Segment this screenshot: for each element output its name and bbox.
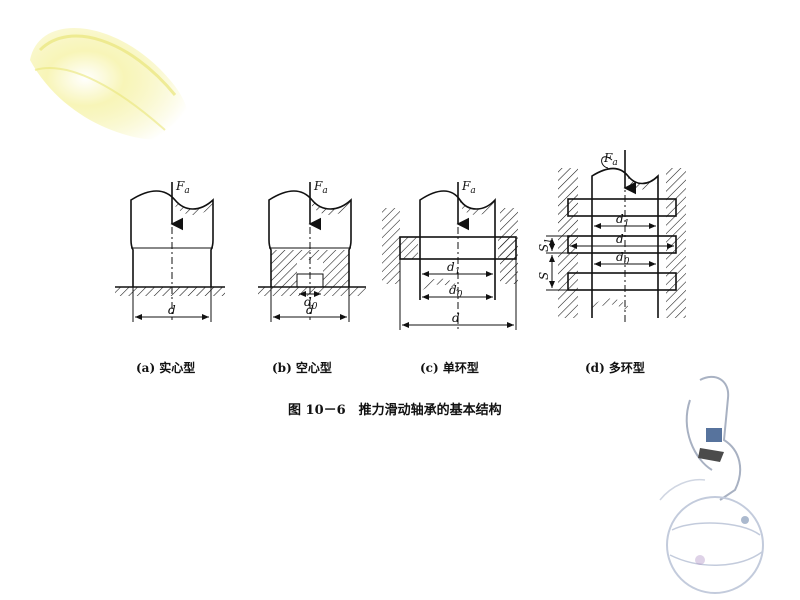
force-label: Fa [603, 151, 618, 168]
diameter-label: d [452, 311, 460, 325]
panel-c-caption: (c) 单环型 [420, 360, 479, 375]
pitch-label: S [537, 272, 551, 280]
collar-3 [567, 272, 677, 291]
collar-2 [567, 235, 677, 254]
housing-left-hatch [382, 208, 400, 284]
panel-a-solid: Fa d (a) 实心型 [115, 179, 225, 375]
panel-b-hollow: Fa d0 d (b) 空心型 [258, 179, 366, 375]
panel-b-caption: (b) 空心型 [272, 360, 332, 375]
section-hatch-right [323, 260, 349, 287]
panel-a-caption: (a) 实心型 [136, 360, 195, 375]
inner-diameter-label: d0 [304, 295, 318, 312]
panel-d-multi-ring: Fa d1 d d0 S1 S (d) 多环型 [537, 150, 686, 375]
rotation-arrow [601, 156, 613, 169]
ring-diameter-label: d1 [447, 260, 460, 277]
panel-c-single-ring: Fa d1 d0 d (c) 单环型 [382, 179, 518, 375]
section-hatch-left [271, 260, 297, 287]
figure-title: 图 10－6 推力滑动轴承的基本结构 [288, 402, 502, 418]
force-label: Fa [313, 179, 328, 196]
ground-hatch [258, 287, 366, 296]
globe-shape [666, 496, 764, 594]
break-hatch [175, 200, 213, 215]
inner-diameter-label: d0 [616, 250, 630, 267]
figurine-decoration [659, 375, 764, 594]
diameter-label: d [616, 232, 624, 246]
ring-diameter-label: d1 [616, 212, 629, 229]
force-label: Fa [175, 179, 190, 196]
diameter-label: d [306, 303, 314, 317]
force-label: Fa [461, 179, 476, 196]
ground-hatch [115, 287, 225, 296]
diameter-label: d [168, 303, 176, 317]
thickness-label: S1 [537, 238, 554, 252]
collar-1 [567, 198, 677, 217]
panel-d-caption: (d) 多环型 [585, 360, 645, 375]
comet-decoration [30, 27, 189, 140]
figurine-band [706, 428, 722, 442]
inner-diameter-label: d0 [449, 283, 463, 300]
